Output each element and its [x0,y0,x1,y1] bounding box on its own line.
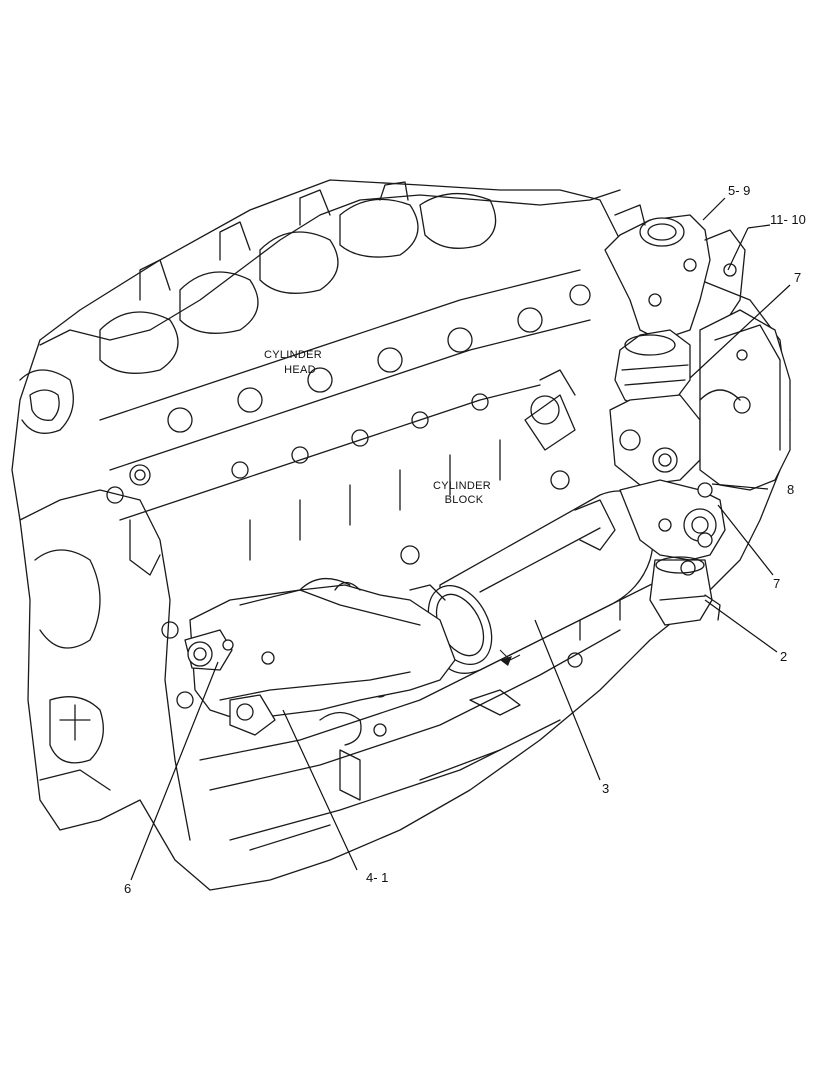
cylinder-head-label-line2: HEAD [284,364,316,376]
cylinder-head-outline [19,181,621,521]
leader-lines [130,197,791,881]
front-cover [699,309,791,491]
callout-3: 3 [602,781,609,796]
leader-7-top [689,284,791,379]
leader-11-10-a [747,224,771,229]
callout-6: 6 [124,881,131,896]
callout-4-1: 4- 1 [366,870,388,885]
callout-5-9: 5- 9 [728,183,750,198]
oil-cooler-housing [189,578,456,736]
leader-5-9 [702,197,726,221]
callout-7-top: 7 [794,270,801,285]
block-side-features [106,369,621,851]
water-outlet-housing [604,204,746,341]
cylinder-block-outline [11,179,791,891]
leader-7-bottom [717,504,774,576]
cylinder-block-label-line1: CYLINDER [433,480,491,492]
leader-3 [534,619,601,781]
callout-8: 8 [787,482,794,497]
thermostat-housing [609,329,701,486]
mounting-bolt [161,621,234,671]
cylinder-head-label-line1: CYLINDER [264,349,322,361]
leader-11-10-b [727,227,749,271]
oil-cooler-elbow [649,556,721,626]
callout-7-bottom: 7 [773,576,780,591]
leader-2 [704,599,778,653]
callout-11-10: 11- 10 [770,212,806,227]
leader-8 [711,483,769,490]
callout-2: 2 [780,649,787,664]
leader-6 [130,661,219,881]
oil-cooler-front-cover [619,479,726,561]
cylinder-block-label-line2: BLOCK [445,494,484,506]
leader-4-1 [282,709,358,871]
